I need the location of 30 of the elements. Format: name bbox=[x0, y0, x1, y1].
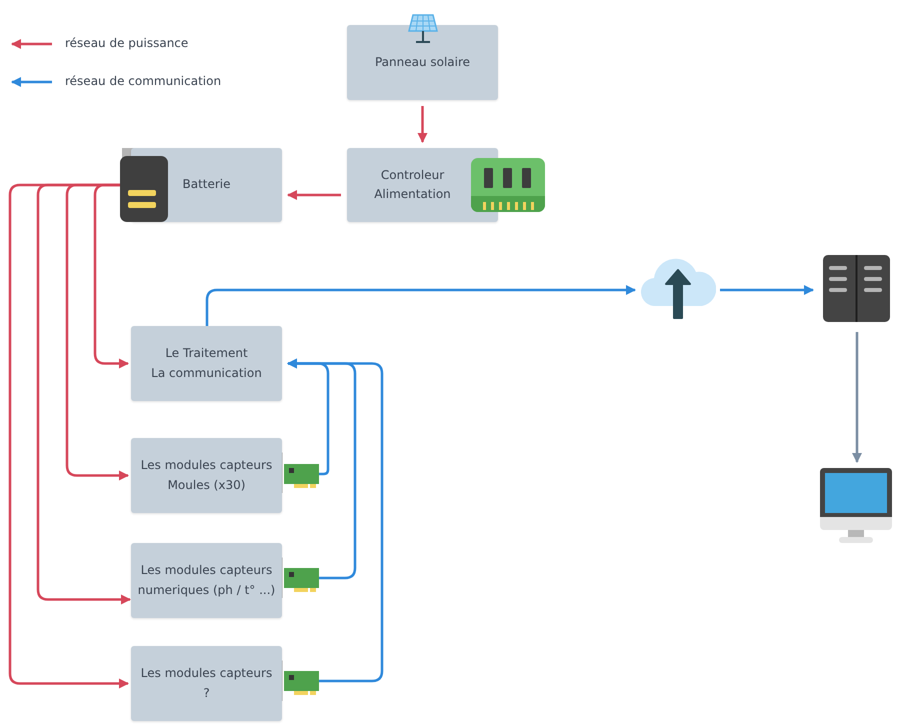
node-label: Controleur Alimentation bbox=[373, 166, 452, 203]
arrow bbox=[852, 332, 862, 463]
process-box bbox=[131, 326, 282, 401]
arrow bbox=[94, 184, 131, 368]
cloud-upload-icon bbox=[640, 256, 716, 322]
node-label: Le Traitement bbox=[165, 345, 248, 362]
legend-label: réseau de puissance bbox=[65, 36, 188, 50]
arrow bbox=[418, 106, 428, 143]
node-label: La communication bbox=[151, 364, 262, 382]
node-label: Les modules capteurs ? bbox=[140, 665, 274, 702]
circuit-board-icon bbox=[284, 671, 319, 698]
arrow bbox=[287, 358, 384, 682]
arrow bbox=[287, 190, 341, 200]
monitor-icon bbox=[820, 468, 892, 543]
arrow bbox=[66, 184, 131, 480]
arrow bbox=[720, 285, 814, 295]
legend-label: réseau de communication bbox=[65, 74, 222, 88]
arrow bbox=[36, 184, 131, 604]
process-box bbox=[131, 543, 282, 618]
arrow bbox=[206, 285, 636, 326]
node-label: Les modules capteurs Moules (x30) bbox=[140, 457, 274, 494]
circuit-board-icon bbox=[284, 568, 319, 595]
node-label: Batterie bbox=[182, 176, 231, 194]
node-label: Les modules capteurs numeriques (ph / t° ...) bbox=[136, 562, 276, 598]
node-label: Panneau solaire bbox=[374, 54, 470, 71]
arrow bbox=[8, 184, 131, 688]
server-icon bbox=[823, 255, 890, 322]
process-box bbox=[131, 438, 282, 513]
process-box bbox=[131, 646, 282, 721]
circuit-board-icon bbox=[284, 464, 319, 491]
